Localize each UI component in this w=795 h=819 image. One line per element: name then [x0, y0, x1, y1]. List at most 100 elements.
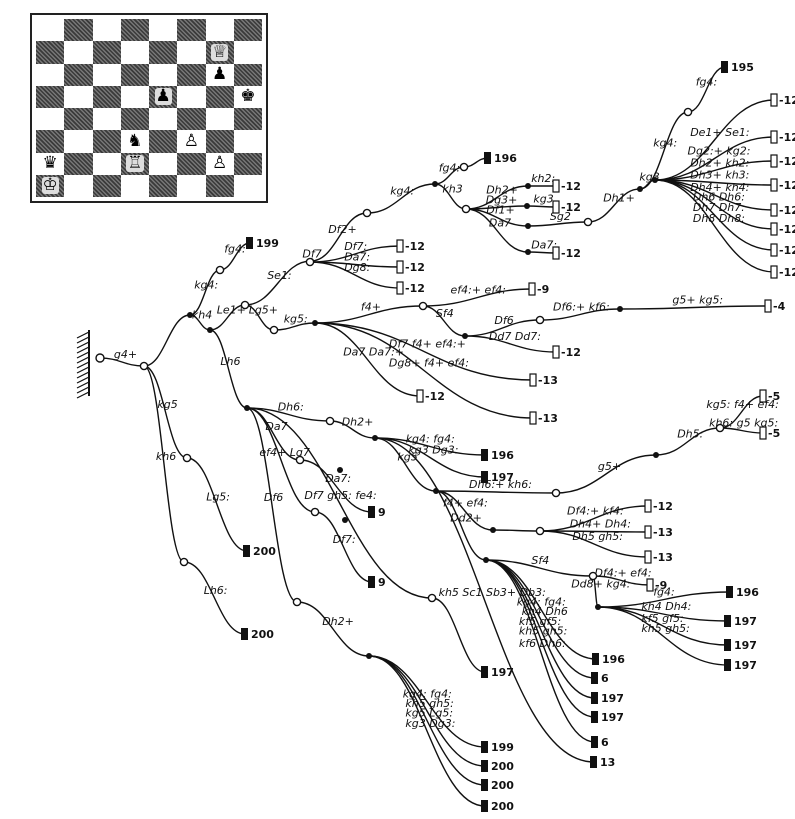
tree-node-open	[583, 217, 593, 227]
terminal-marker	[592, 653, 599, 665]
square-g5	[205, 85, 234, 108]
terminal-marker	[724, 615, 731, 627]
tree-root-node	[95, 353, 105, 363]
terminal-value: 9	[378, 576, 386, 589]
tree-node-filled	[244, 405, 250, 411]
tree-edge	[143, 314, 191, 367]
terminal-marker	[368, 576, 375, 588]
edge-label: kh6	[156, 450, 176, 463]
tree-node-open	[535, 315, 545, 325]
tree-node-filled	[617, 306, 623, 312]
box-value: -12	[561, 180, 581, 193]
tree-edge	[655, 427, 721, 456]
tree-node-filled	[637, 186, 643, 192]
edge-label: kg3 Dg3:	[408, 444, 458, 457]
box-value: -13	[653, 551, 673, 564]
tree-node-filled	[337, 467, 343, 473]
box-value: -12	[561, 346, 581, 359]
terminal-value: 200	[491, 800, 514, 813]
tree-edge	[435, 490, 557, 494]
tree-edge	[492, 529, 541, 532]
tree-edge	[374, 437, 595, 763]
tree-edge	[485, 559, 596, 743]
box-marker	[770, 265, 778, 279]
square-g1	[205, 174, 234, 197]
tree-node-filled	[433, 488, 439, 494]
edge-label: Dh3+ kh3:	[690, 169, 749, 182]
square-b2	[64, 152, 93, 175]
square-f4	[177, 108, 206, 131]
black-pawn-icon: ♟	[154, 86, 172, 107]
tree-edge	[687, 66, 726, 113]
tree-node-filled	[207, 327, 213, 333]
box-marker	[644, 499, 652, 513]
box-marker	[770, 130, 778, 144]
edge-label: Da7:	[344, 251, 370, 264]
terminal-value: 200	[253, 545, 276, 558]
box-marker	[552, 345, 560, 359]
tree-node-open	[182, 453, 192, 463]
tree-edge	[435, 490, 487, 561]
box-value: -5	[768, 427, 780, 440]
tree-node-filled	[653, 452, 659, 458]
square-f7	[177, 41, 205, 63]
edge-label: Dh4+ kh4:	[690, 181, 749, 194]
edge-label: Df2+	[328, 223, 357, 236]
square-c3	[92, 130, 121, 153]
tree-edge	[654, 179, 775, 273]
terminal-marker	[591, 692, 598, 704]
box-value: -12	[561, 201, 581, 214]
tree-node-filled	[312, 320, 318, 326]
square-a6	[36, 64, 64, 86]
box-value: -12	[779, 244, 795, 257]
tree-edge	[587, 188, 641, 223]
box-marker	[644, 550, 652, 564]
edge-label: Dh7 Dh7:	[693, 201, 745, 214]
wall-hatch	[76, 381, 90, 389]
edge-label: f4+	[361, 301, 381, 314]
tree-edge	[485, 559, 596, 699]
tree-edge	[654, 99, 775, 181]
edge-label: Sf4	[436, 307, 454, 320]
tree-edge	[539, 308, 621, 321]
terminal-marker	[724, 639, 731, 651]
tree-edge	[374, 437, 437, 492]
square-d6	[120, 63, 149, 86]
tree-node-filled	[524, 203, 530, 209]
terminal-value: 195	[731, 61, 754, 74]
tree-edge	[143, 365, 188, 459]
edge-label: Df7 f4+ ef4:+	[389, 338, 466, 351]
square-b4	[64, 108, 93, 131]
tree-edge	[244, 260, 312, 306]
square-h2	[233, 152, 262, 175]
edge-label: kg5:	[284, 313, 308, 326]
square-a5	[36, 85, 65, 108]
tree-edge	[310, 212, 368, 262]
box-value: -13	[653, 526, 673, 539]
box-value: -13	[538, 412, 558, 425]
edge-label: Da7	[489, 217, 511, 230]
square-e2	[149, 153, 177, 175]
tree-node-filled	[525, 249, 531, 255]
tree-node-filled	[342, 517, 348, 523]
terminal-value: 196	[736, 586, 759, 599]
edge-label: g5+	[598, 460, 621, 473]
tree-edge	[539, 530, 649, 533]
tree-edge	[246, 407, 433, 599]
tree-edge	[314, 322, 534, 419]
square-d7	[121, 41, 149, 63]
tree-edge	[209, 329, 248, 409]
edge-label: Dh6:	[278, 401, 304, 414]
square-a4	[36, 108, 64, 130]
square-d4	[120, 108, 149, 131]
tree-edge	[555, 454, 657, 494]
edge-label: kg4:	[194, 279, 218, 292]
box-marker	[770, 93, 778, 107]
edge-label: Dg2:+ kg2:	[688, 145, 751, 158]
box-marker	[396, 281, 404, 295]
edge-label: kg3 Dg3:	[405, 717, 455, 730]
tree-node-filled	[462, 333, 468, 339]
edge-label: fg4:	[653, 586, 675, 599]
square-b1	[64, 175, 92, 197]
